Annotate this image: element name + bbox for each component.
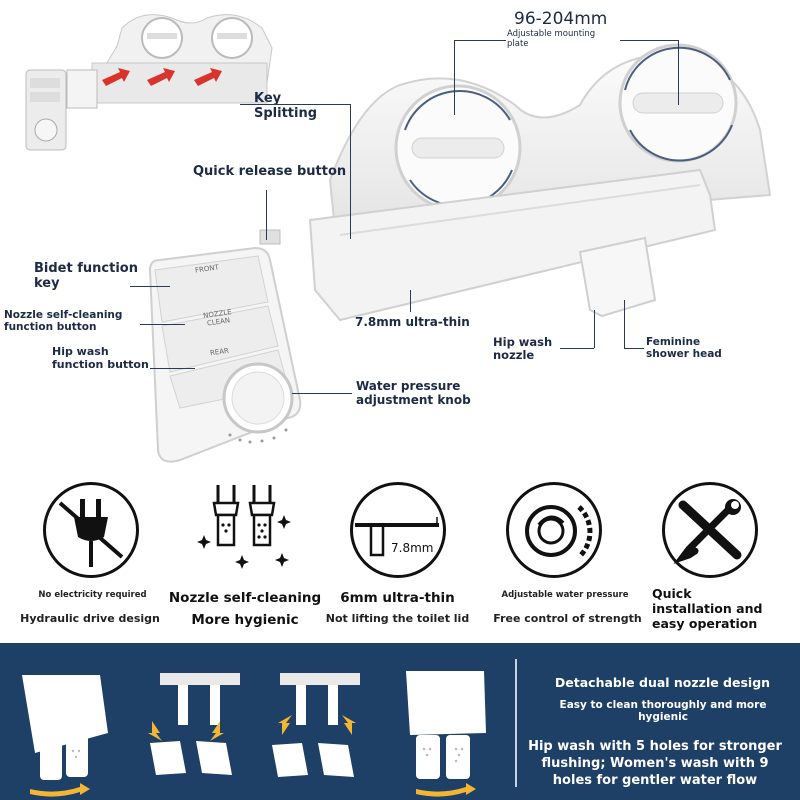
- bidet-function-key-label: Bidet function key: [34, 261, 138, 291]
- key-splitting-label: Key Splitting: [254, 91, 318, 121]
- pressure-dial-icon: [506, 482, 602, 578]
- feminine-shower-head-label: Feminine shower head: [646, 336, 722, 361]
- hip-wash-nozzle-label: Hip wash nozzle: [493, 335, 553, 363]
- feature-3-sub: Not lifting the toilet lid: [325, 612, 470, 625]
- panel-divider: [515, 659, 517, 787]
- yellow-arrow-icon: [30, 715, 476, 797]
- hip-wash-button-label: Hip wash function button: [52, 345, 149, 371]
- feature-2-title: Nozzle self-cleaning: [168, 590, 322, 606]
- feature-2-sub: More hygienic: [191, 612, 299, 628]
- feature-5-sub: Quick installation and easy operation: [652, 586, 763, 631]
- ultra-thin-label: 7.8mm ultra-thin: [355, 315, 470, 329]
- dual-nozzle-heading: Detachable dual nozzle design: [554, 675, 771, 690]
- inset-assembly-thumbnail: [22, 8, 282, 153]
- bidet-product-illustration: [140, 20, 800, 490]
- water-pressure-knob-label: Water pressure adjustment knob: [356, 379, 471, 407]
- dual-nozzle-body: Hip wash with 5 holes for stronger flush…: [528, 739, 782, 788]
- nozzle-self-cleaning-button-label: Nozzle self-cleaning function button: [4, 309, 123, 334]
- dual-nozzle-sub: Easy to clean thoroughly and more hygien…: [559, 699, 767, 723]
- feature-4-small: Adjustable water pressure: [501, 590, 629, 600]
- feature-3-title: 6mm ultra-thin: [340, 590, 455, 606]
- nozzle-sparkle-icon: [196, 485, 296, 575]
- feature-1-small: No electricity required: [38, 590, 147, 600]
- mounting-range-sub: Adjustable mounting plate: [507, 29, 596, 49]
- mounting-range-label: 96-204mm: [514, 9, 608, 29]
- feature-4-sub: Free control of strength: [493, 612, 642, 625]
- feature-1-sub: Hydraulic drive design: [20, 612, 160, 625]
- dual-nozzle-panel: Detachable dual nozzle design Easy to cl…: [0, 643, 800, 800]
- quick-release-label: Quick release button: [193, 164, 347, 179]
- thin-inset-label: 7.8mm: [391, 541, 434, 555]
- wrench-screwdriver-icon: [662, 482, 758, 578]
- red-arrow-icon: [102, 68, 222, 86]
- no-plug-icon: [43, 482, 139, 578]
- thin-profile-icon: 7.8mm: [350, 482, 446, 578]
